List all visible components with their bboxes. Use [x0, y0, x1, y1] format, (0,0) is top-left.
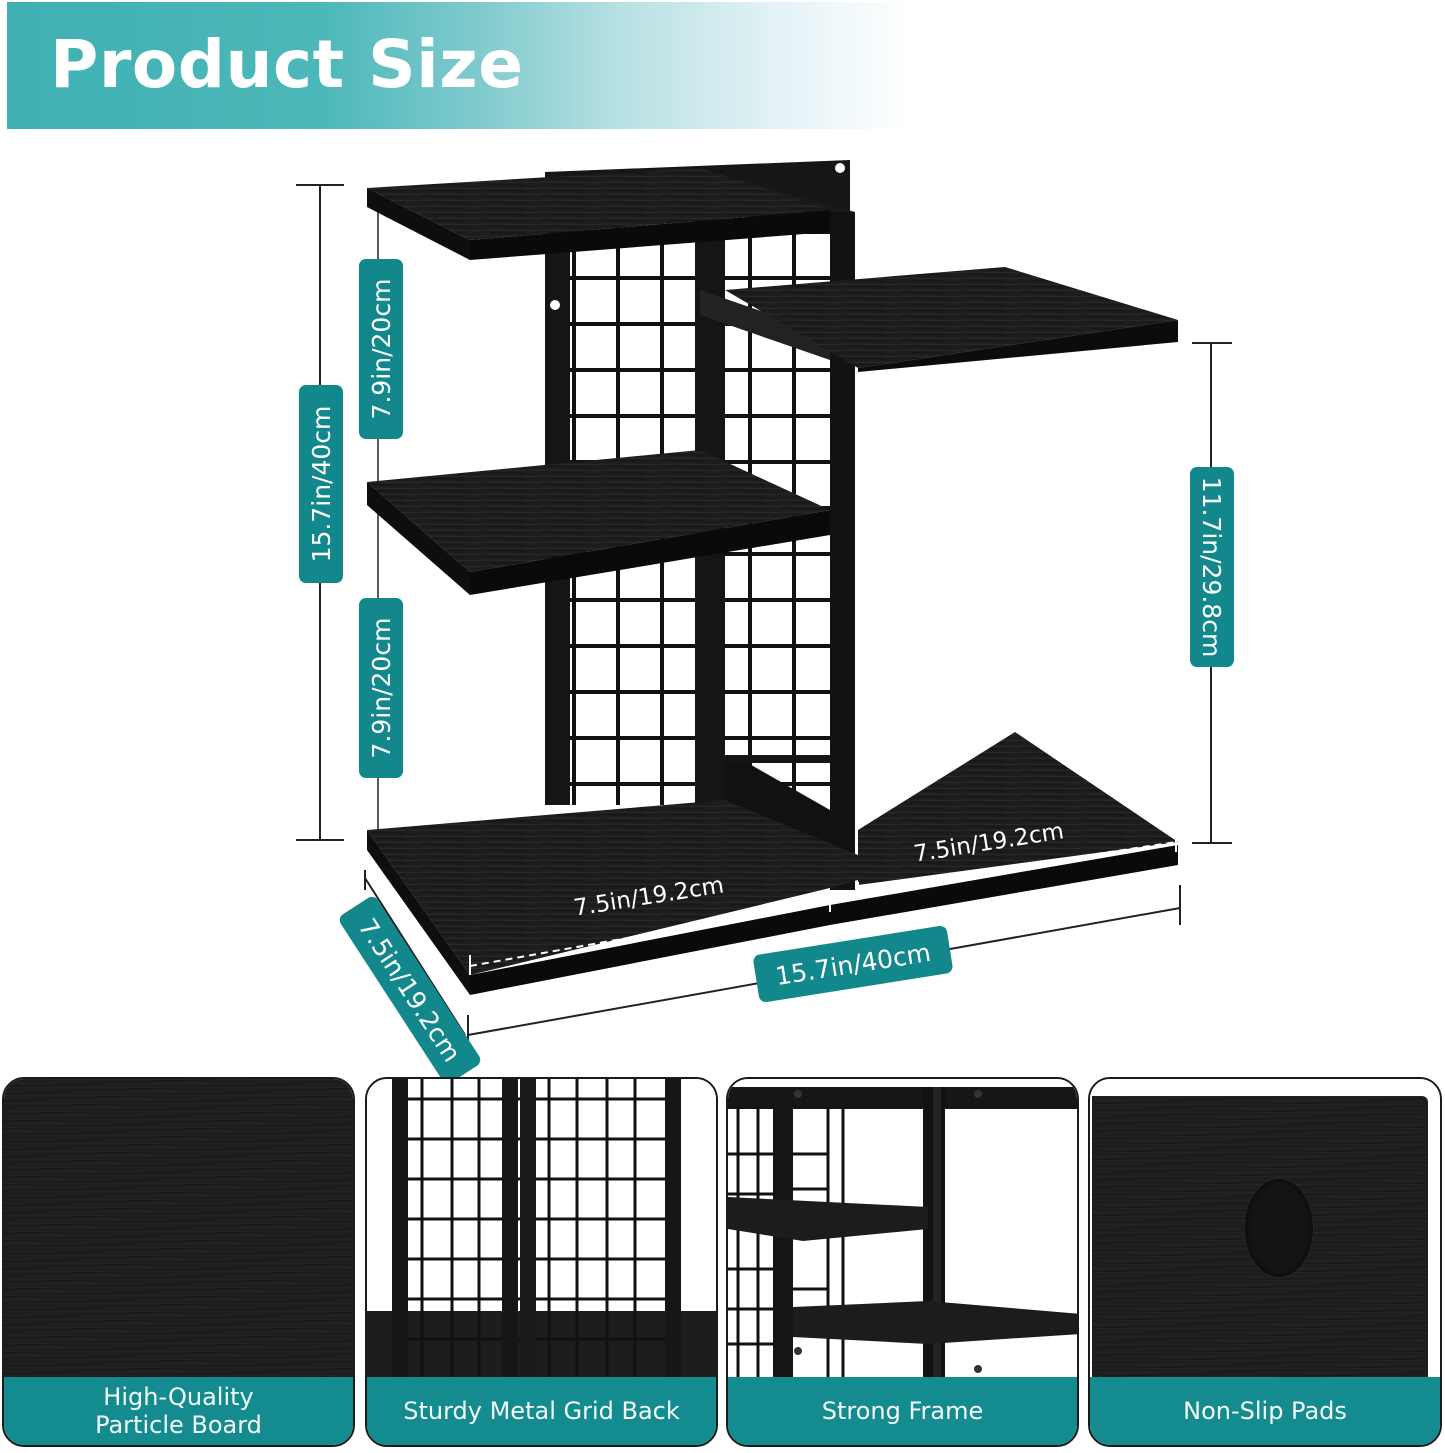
feature-panel-strong-frame: Strong Frame	[726, 1077, 1079, 1447]
particle-board-texture-image	[4, 1079, 353, 1379]
feature-panel-non-slip-pads: Non-Slip Pads	[1088, 1077, 1442, 1447]
side-shelf-height-badge: 11.7in/29.8cm	[1190, 467, 1234, 667]
feature-panel-metal-grid: Sturdy Metal Grid Back	[365, 1077, 718, 1447]
product-dimension-diagram: 15.7in/40cm 7.9in/20cm 7.9in/20cm 11.7in…	[296, 160, 1234, 1086]
page-title: Product Size	[50, 26, 524, 103]
feature-caption: Sturdy Metal Grid Back	[367, 1377, 716, 1445]
metal-grid-image	[367, 1079, 716, 1379]
strong-frame-image	[728, 1079, 1077, 1379]
feature-caption: High-Quality Particle Board	[4, 1377, 353, 1445]
shelf-illustration	[296, 160, 1232, 1055]
total-height-badge: 15.7in/40cm	[299, 385, 343, 583]
non-slip-pads-image	[1090, 1079, 1440, 1379]
feature-panel-particle-board: High-Quality Particle Board	[2, 1077, 355, 1447]
header-banner: Product Size	[7, 2, 912, 129]
feature-caption: Strong Frame	[728, 1377, 1077, 1445]
upper-tier-height-badge: 7.9in/20cm	[359, 259, 403, 439]
non-slip-pad-icon	[1245, 1179, 1313, 1277]
lower-tier-height-badge: 7.9in/20cm	[359, 598, 403, 778]
feature-caption: Non-Slip Pads	[1090, 1377, 1440, 1445]
board-dashed-lines	[469, 841, 1177, 967]
